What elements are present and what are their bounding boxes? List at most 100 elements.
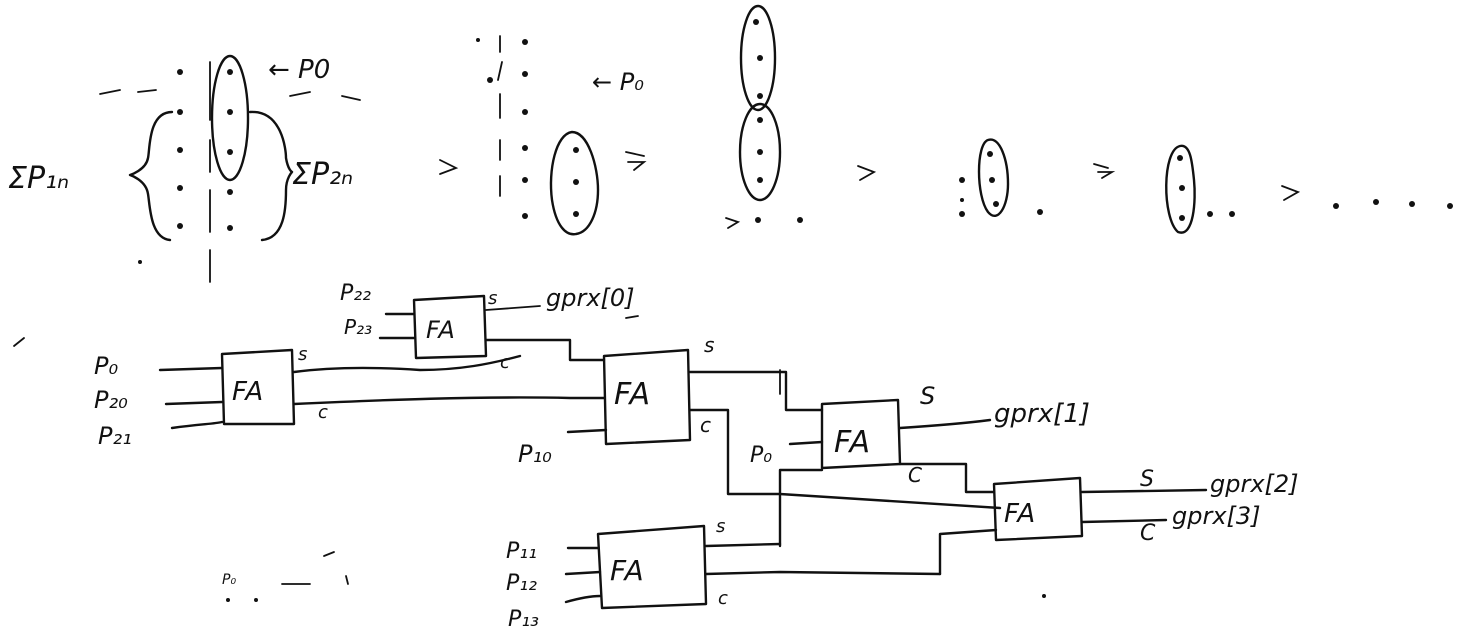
fa5-port-c: C <box>1140 521 1156 546</box>
fa3-port-c: c <box>700 413 711 437</box>
dot <box>522 145 528 151</box>
full-adder-3: FA s c P₁₀ <box>292 315 824 468</box>
fa4-port-c: C <box>908 463 922 487</box>
fa6-s-wire <box>704 542 782 548</box>
stage-3-oval-bottom <box>738 102 782 202</box>
stray-dash-2 <box>345 575 349 585</box>
dot <box>177 69 183 75</box>
fa3-input-wire <box>566 428 608 434</box>
dot <box>573 147 579 153</box>
full-adder-6: P₁₁ P₁₂ P₁₃ FA s c <box>506 516 942 632</box>
p0-arrow-label-2: ← P₀ <box>592 68 644 96</box>
dot <box>1177 155 1183 161</box>
dot <box>573 211 579 217</box>
top-dash-left-2 <box>137 89 157 93</box>
dot <box>177 147 183 153</box>
fa6-box <box>596 524 708 610</box>
stage-4 <box>959 138 1043 217</box>
dot <box>989 177 995 183</box>
dot <box>960 198 964 202</box>
sum-p1n-label: ΣP₁ₙ <box>8 161 69 196</box>
dot <box>1207 211 1213 217</box>
dot <box>522 109 528 115</box>
fa1-input-wire-2 <box>164 400 224 406</box>
fa6-label: FA <box>610 554 644 587</box>
input-p12-label: P₁₂ <box>506 571 537 596</box>
input-p11-label: P₁₁ <box>506 539 537 564</box>
fa6-input-wire-2 <box>564 570 602 576</box>
dot <box>177 185 183 191</box>
fa1-label: FA <box>232 377 263 407</box>
output-gprx2-label: gprx[2] <box>1210 470 1299 498</box>
fa3-label: FA <box>614 377 650 412</box>
dot <box>1409 201 1415 207</box>
dot <box>522 213 528 219</box>
dot <box>254 598 258 602</box>
stray-mark <box>13 337 25 347</box>
top-dash-right-2 <box>341 95 361 101</box>
output-gprx1-label: gprx[1] <box>994 399 1090 429</box>
fa2-c-wire <box>484 338 606 362</box>
fa3-s-wire <box>688 370 824 412</box>
fa6-port-s: s <box>716 516 725 537</box>
dot-reduction-stages: ΣP₁ₙ ← P0 ΣP₂ₙ <box>8 4 1453 283</box>
output-gprx3-label: gprx[3] <box>1172 502 1261 530</box>
fa1-port-s: s <box>298 344 307 365</box>
dot <box>757 117 763 123</box>
dot <box>1042 594 1046 598</box>
p0-arrow-label: ← P0 <box>268 55 330 85</box>
stage-arrow-5 <box>1281 185 1301 201</box>
fa1-input-wire-3 <box>170 420 224 430</box>
fa4-input-wire <box>788 440 824 446</box>
stage-arrow-2 <box>625 151 647 171</box>
dot <box>1373 199 1379 205</box>
stage-2-oval <box>549 130 600 236</box>
stage-5 <box>1165 144 1235 234</box>
fa1-port-c: c <box>318 402 328 423</box>
dot <box>757 177 763 183</box>
full-adder-1: P₀ P₂₀ P₂₁ FA s c <box>94 344 328 450</box>
dot <box>177 223 183 229</box>
dot <box>226 598 230 602</box>
fa6-port-c: c <box>718 588 728 609</box>
fa6-to-fa5-wire <box>938 528 998 576</box>
dot <box>757 55 763 61</box>
dot <box>753 19 759 25</box>
adder-circuit: P₀ P₂₀ P₂₁ FA s c P₂₂ P₂₃ FA s c gprx[0] <box>13 281 1299 632</box>
dot <box>573 179 579 185</box>
sum-p2n-label: ΣP₂ₙ <box>292 157 353 192</box>
output-gprx0-label: gprx[0] <box>546 284 635 312</box>
dot <box>227 109 233 115</box>
dot <box>177 109 183 115</box>
fa5-c-wire <box>1080 518 1168 524</box>
stage-3 <box>725 4 803 229</box>
small-p0-label: P₀ <box>222 572 236 588</box>
dot <box>138 260 142 264</box>
dot <box>959 177 965 183</box>
stray-dash-3 <box>323 551 335 557</box>
fa2-port-s: s <box>488 288 497 309</box>
fa4-c-wire <box>898 462 996 494</box>
stage-4-oval <box>977 138 1010 217</box>
dot <box>1179 185 1185 191</box>
dot <box>227 189 233 195</box>
fa2-s-wire <box>485 305 541 311</box>
full-adder-5: FA S gprx[2] C gprx[3] <box>938 467 1299 576</box>
input-p23-label: P₂₃ <box>344 315 372 339</box>
input-p0-label: P₀ <box>94 352 118 380</box>
input-p22-label: P₂₂ <box>340 281 371 306</box>
top-dash-left <box>99 89 121 95</box>
dot <box>1447 203 1453 209</box>
fa3-box-top <box>625 315 639 319</box>
fa6-input-wire-3 <box>564 594 602 604</box>
fa2-label: FA <box>426 316 455 344</box>
dot <box>227 69 233 75</box>
fa1-input-wire-1 <box>158 366 224 372</box>
stage-3-oval-top <box>739 4 777 112</box>
fa3-box <box>602 348 692 446</box>
dot <box>522 177 528 183</box>
stage-5-oval <box>1165 144 1196 234</box>
input-p21-label: P₂₁ <box>98 422 132 450</box>
stage-2: ← P₀ <box>476 35 644 236</box>
